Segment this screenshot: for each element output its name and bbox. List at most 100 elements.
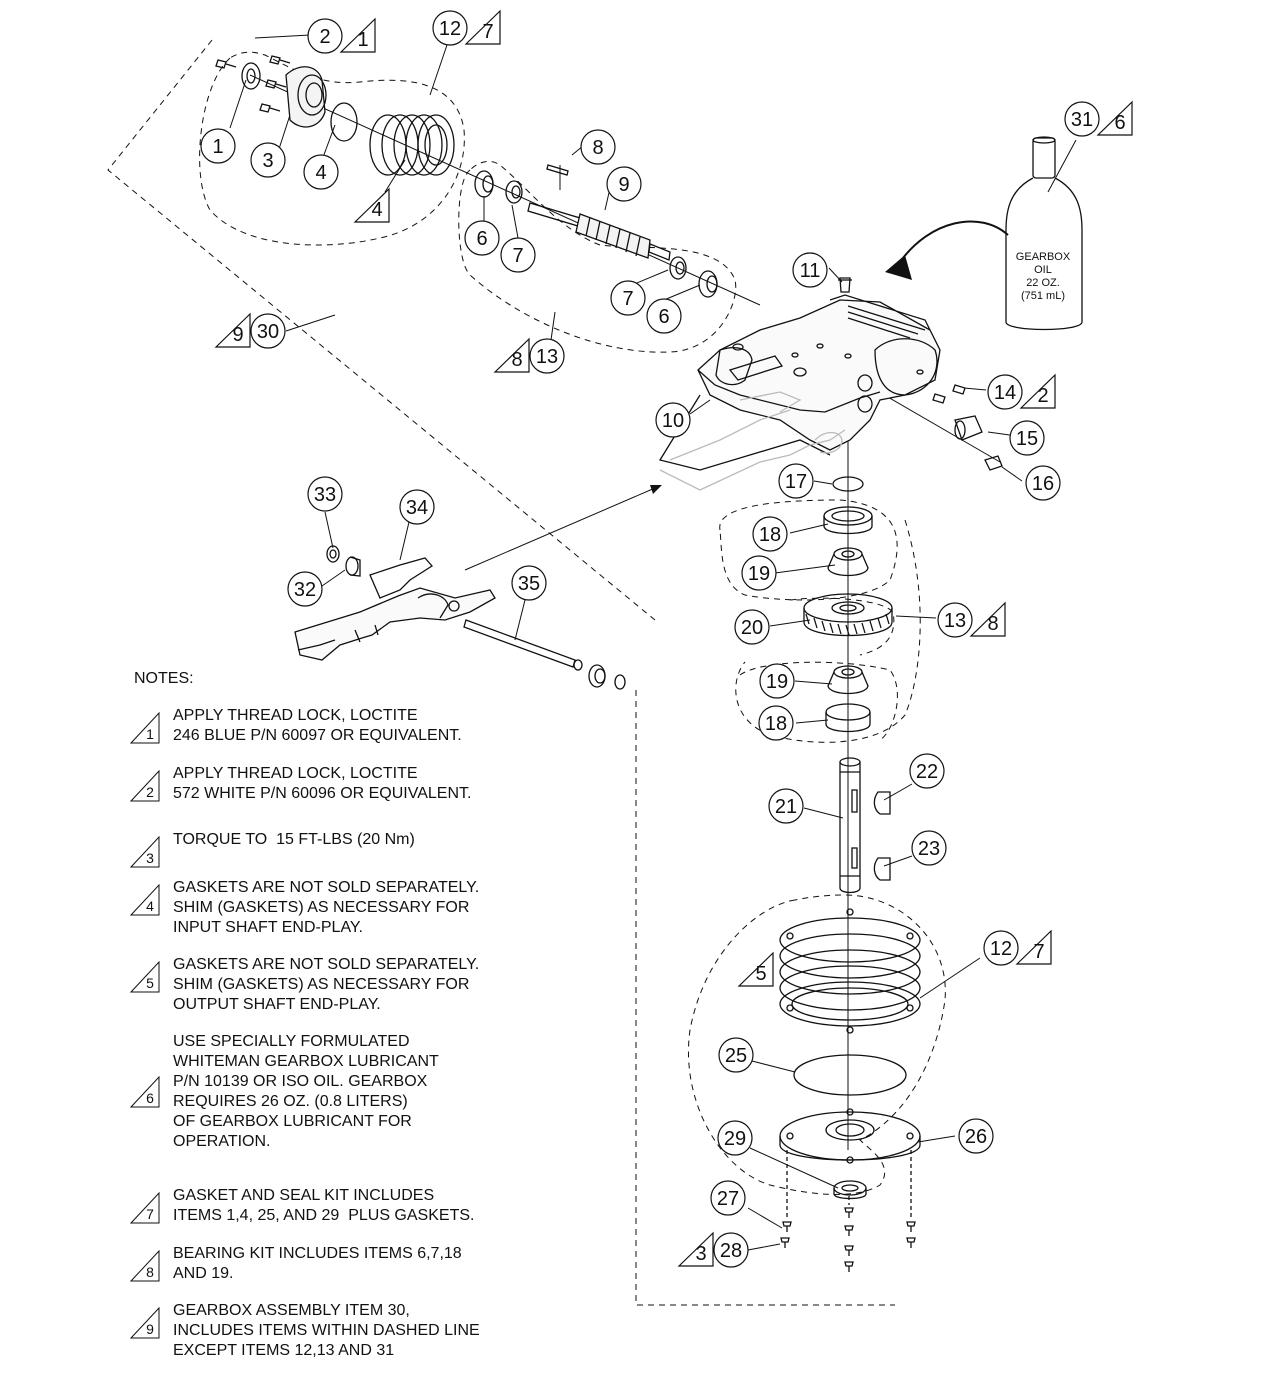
callout-circle bbox=[610, 280, 646, 316]
callout-26: 26 bbox=[958, 1118, 994, 1154]
part-fitting bbox=[954, 415, 983, 441]
callout-4: 4 bbox=[303, 154, 339, 190]
part-output-shaft bbox=[839, 757, 861, 894]
note-ref-number: 9 bbox=[232, 324, 243, 346]
note-ref-number: 5 bbox=[755, 963, 766, 985]
callout-6b: 6 bbox=[646, 298, 682, 334]
note-line: APPLY THREAD LOCK, LOCTITE bbox=[173, 765, 418, 782]
callout-16: 16 bbox=[1025, 465, 1061, 501]
note-line: APPLY THREAD LOCK, LOCTITE bbox=[173, 707, 418, 724]
note-line: GASKETS ARE NOT SOLD SEPARATELY. bbox=[173, 956, 480, 973]
oil-label-line: OIL bbox=[1034, 264, 1052, 276]
note-text: TORQUE TO 15 FT-LBS (20 Nm) bbox=[173, 830, 415, 850]
part-woodruff-key-23 bbox=[873, 857, 891, 881]
callout-circle bbox=[983, 930, 1019, 966]
callout-number: 10 bbox=[662, 410, 684, 432]
callout-31: 31 6 bbox=[1064, 100, 1133, 137]
callout-circle bbox=[580, 129, 616, 165]
note-number: 1 bbox=[146, 726, 154, 742]
callout-number: 1 bbox=[212, 136, 223, 158]
note-line: SHIM (GASKETS) AS NECESSARY FOR bbox=[173, 976, 470, 993]
note-line: OUTPUT SHAFT END-PLAY. bbox=[173, 996, 381, 1013]
callout-17: 17 bbox=[778, 463, 814, 499]
callout-note-triangle: 1 bbox=[339, 17, 376, 53]
note-triangle-icon: 7 bbox=[130, 1192, 160, 1224]
note-number: 4 bbox=[146, 898, 154, 914]
note-line: INCLUDES ITEMS WITHIN DASHED LINE bbox=[173, 1322, 480, 1339]
part-woodruff-key-22 bbox=[873, 791, 891, 815]
callout-13a: 138 bbox=[493, 337, 565, 374]
callout-circle bbox=[758, 705, 794, 741]
oil-label-line: 22 OZ. bbox=[1026, 277, 1060, 289]
part-drain-plug bbox=[984, 455, 1003, 471]
callout-circle bbox=[792, 252, 828, 288]
note-line: AND 19. bbox=[173, 1265, 234, 1282]
note-line: ITEMS 1,4, 25, AND 29 PLUS GASKETS. bbox=[173, 1207, 475, 1224]
callout-number: 23 bbox=[918, 838, 940, 860]
part-bearing-cup-18-upper bbox=[823, 506, 873, 535]
callout-29: 29 bbox=[717, 1120, 753, 1156]
callout-number: 31 bbox=[1071, 109, 1093, 131]
callout-circle bbox=[734, 609, 770, 645]
callout-number: 19 bbox=[748, 563, 770, 585]
callout-number: 7 bbox=[622, 288, 633, 310]
callout-circle bbox=[741, 555, 777, 591]
callout-number: 18 bbox=[759, 524, 781, 546]
note-ref-number: 8 bbox=[987, 613, 998, 635]
callout-circle bbox=[655, 402, 691, 438]
callout-number: 33 bbox=[314, 484, 336, 506]
note-number: 8 bbox=[146, 1264, 154, 1280]
callout-34: 34 bbox=[399, 489, 435, 525]
note-line: OF GEARBOX LUBRICANT FOR bbox=[173, 1113, 412, 1130]
callout-circle bbox=[710, 1180, 746, 1216]
callout-circle bbox=[717, 1120, 753, 1156]
callout-number: 18 bbox=[765, 713, 787, 735]
note-number: 6 bbox=[146, 1090, 154, 1106]
callout-circle bbox=[768, 788, 804, 824]
callout-15: 15 bbox=[1009, 420, 1045, 456]
note-number: 2 bbox=[146, 784, 154, 800]
note-number: 9 bbox=[146, 1321, 154, 1337]
callout-number: 34 bbox=[406, 497, 428, 519]
part-cover-bolts bbox=[780, 1150, 916, 1272]
notes-heading: NOTES: bbox=[134, 670, 194, 687]
callout-30: 309 bbox=[214, 312, 286, 349]
note-line: INPUT SHAFT END-PLAY. bbox=[173, 919, 363, 936]
callout-number: 13 bbox=[944, 610, 966, 632]
callout-circle bbox=[606, 166, 642, 202]
callout-number: 19 bbox=[766, 671, 788, 693]
note-triangle-icon: 2 bbox=[130, 770, 160, 802]
callout-9: 9 bbox=[606, 166, 642, 202]
note-line: P/N 10139 OR ISO OIL. GEARBOX bbox=[173, 1073, 428, 1090]
callout-18b: 18 bbox=[758, 705, 794, 741]
callout-5: 5 bbox=[737, 951, 774, 987]
callout-number: 6 bbox=[476, 228, 487, 250]
callout-circle bbox=[937, 602, 973, 638]
callout-circle bbox=[778, 463, 814, 499]
callout-32: 32 bbox=[287, 571, 323, 607]
callout-note-triangle: 9 bbox=[214, 312, 251, 348]
callout-circle bbox=[511, 565, 547, 601]
callout-number: 4 bbox=[315, 162, 326, 184]
callout-21: 21 bbox=[768, 788, 804, 824]
callout-circle bbox=[250, 313, 286, 349]
note-line: BEARING KIT INCLUDES ITEMS 6,7,18 bbox=[173, 1245, 462, 1262]
callout-note-triangle: 2 bbox=[1019, 373, 1056, 409]
callout-note-triangle: 8 bbox=[493, 337, 530, 373]
callout-number: 20 bbox=[741, 617, 763, 639]
callout-circle bbox=[287, 571, 323, 607]
note-ref-number: 7 bbox=[482, 21, 493, 43]
note-line: USE SPECIALLY FORMULATED bbox=[173, 1033, 410, 1050]
callout-circle bbox=[307, 476, 343, 512]
note-ref-number: 6 bbox=[1114, 112, 1125, 134]
part-oring-17 bbox=[832, 476, 864, 492]
callout-circle bbox=[909, 753, 945, 789]
callout-note-triangle: 5 bbox=[737, 951, 774, 987]
part-oring-25 bbox=[793, 1054, 907, 1096]
part-bearing-cone-upper bbox=[505, 180, 523, 204]
callout-27: 27 bbox=[710, 1180, 746, 1216]
callout-note-triangle: 7 bbox=[1015, 929, 1052, 965]
